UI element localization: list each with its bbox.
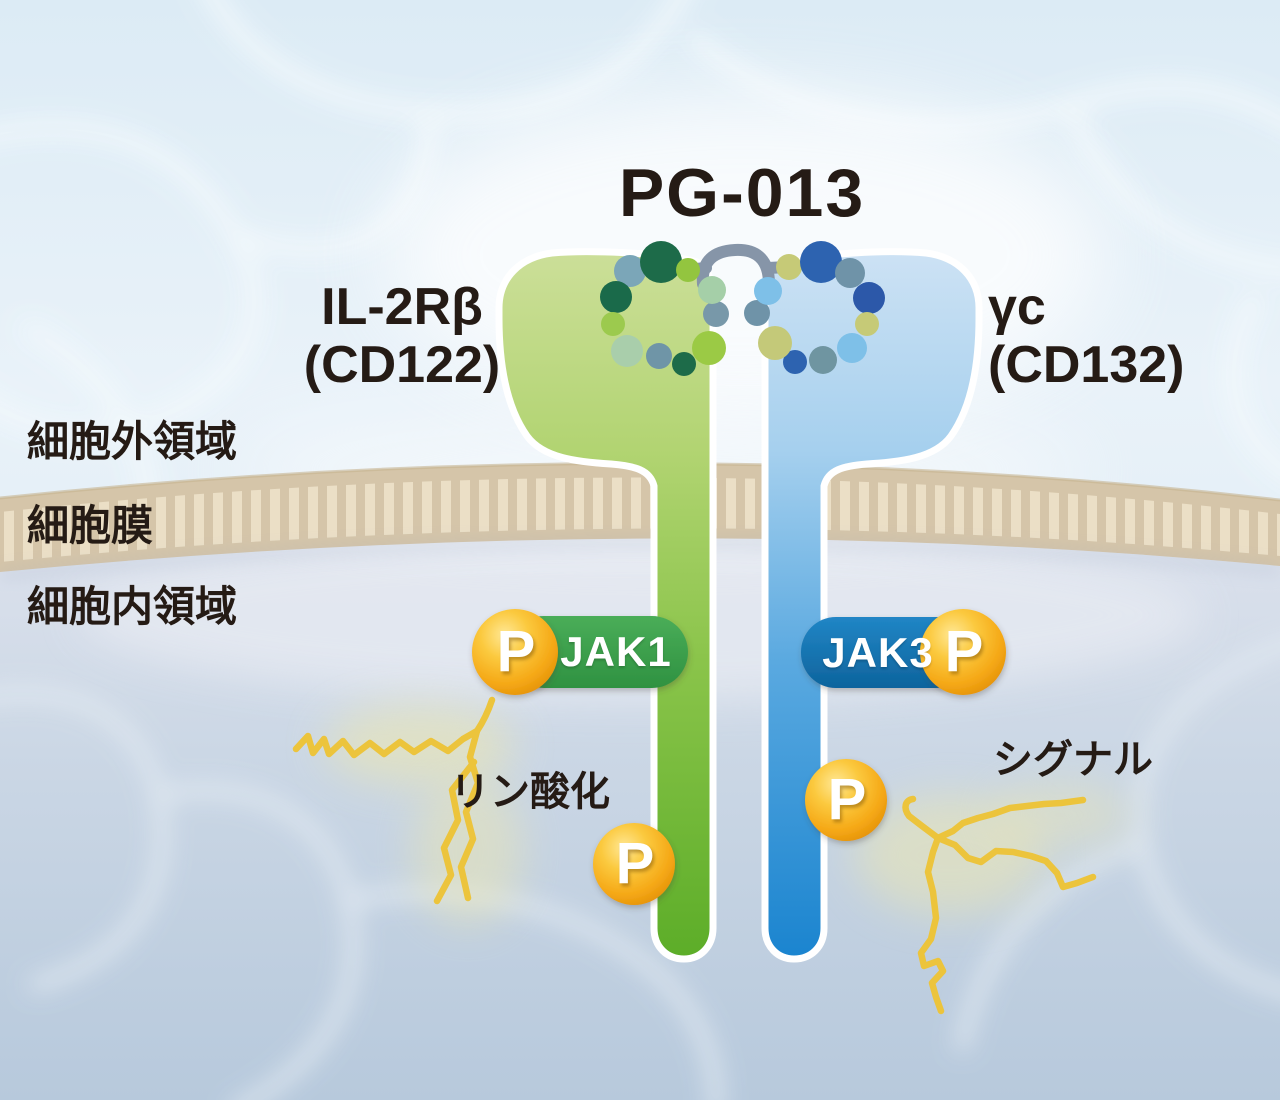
molecule-bead <box>672 352 696 376</box>
molecule-bead <box>676 258 700 282</box>
lightning-glow-right-2 <box>990 783 1130 847</box>
phospho-badge-jak1 <box>472 609 558 695</box>
molecule-bead <box>600 281 632 313</box>
molecule-bead <box>640 241 682 283</box>
molecule-bead <box>611 335 643 367</box>
phospho-badge-il2rb-tail <box>593 823 675 905</box>
receptor-il2rb-body <box>495 248 717 963</box>
phospho-letter-jak3: P <box>944 619 984 685</box>
phospho-letter-il2rb-tail: P <box>615 831 655 897</box>
region-label-membrane: 細胞膜 <box>27 502 154 549</box>
annotation-phosphorylation: リン酸化 <box>450 770 610 814</box>
molecule-bead <box>703 301 729 327</box>
annotation-signal: シグナル <box>993 738 1153 782</box>
molecule-bead <box>855 312 879 336</box>
region-label-extracellular: 細胞外領域 <box>27 418 238 465</box>
receptor-il2rb-cd: (CD122) <box>303 336 501 395</box>
molecule-bead <box>614 255 646 287</box>
region-label-intracellular: 細胞内領域 <box>27 583 238 630</box>
molecule-bead <box>783 350 807 374</box>
molecule-bead <box>754 277 782 305</box>
pg013-molecule <box>600 241 885 376</box>
receptor-il2rb-name: IL-2Rβ <box>321 278 483 336</box>
molecule-bead <box>758 326 792 360</box>
phospho-letter-gc-tail: P <box>827 767 867 833</box>
signal-lightning-right <box>902 795 1097 1015</box>
molecule-bead <box>692 331 726 365</box>
phosphorylation-lightning-left <box>292 696 496 905</box>
receptor-label-gc: γc (CD132) <box>988 278 1185 394</box>
molecule-bead <box>800 241 842 283</box>
kinase-jak3-group <box>801 609 1006 695</box>
phospho-badge-gc-tail <box>805 759 887 841</box>
jak1-label: JAK1 <box>560 628 672 675</box>
molecule-bead <box>835 258 865 288</box>
molecule-bead <box>698 276 726 304</box>
phospho-badge-jak3 <box>920 609 1006 695</box>
cell-membrane <box>0 462 1280 580</box>
kinase-jak1-group <box>472 609 688 695</box>
phospho-letter-jak1: P <box>496 619 536 685</box>
molecule-bead <box>646 343 672 369</box>
molecule-bead-rings <box>600 241 885 376</box>
diagram-title: PG-013 <box>618 155 866 231</box>
molecule-bead <box>776 254 802 280</box>
extracellular-cell-texture <box>0 0 1280 518</box>
molecule-bead <box>809 346 837 374</box>
receptor-label-il2rb: IL-2Rβ (CD122) <box>304 278 501 394</box>
molecule-bead <box>837 333 867 363</box>
jak3-label: JAK3 <box>822 629 934 676</box>
molecule-bead <box>853 282 885 314</box>
molecule-bead <box>601 312 625 336</box>
receptor-gc-cd: (CD132) <box>988 336 1185 395</box>
molecule-bead <box>744 300 770 326</box>
receptor-gc-name: γc <box>988 278 1046 336</box>
